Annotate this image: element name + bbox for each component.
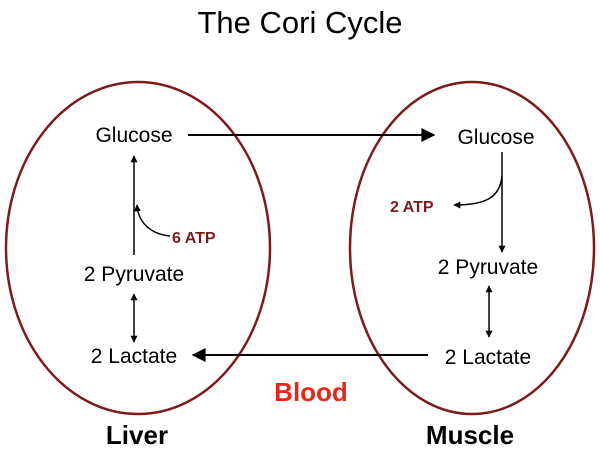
diagram-title: The Cori Cycle bbox=[198, 5, 403, 40]
liver-label: Liver bbox=[106, 420, 168, 450]
liver-atp-label: 6 ATP bbox=[172, 230, 216, 247]
muscle-atp-output-arrow bbox=[453, 175, 503, 209]
muscle-atp-label: 2 ATP bbox=[390, 199, 434, 216]
liver-pyruvate-label: 2 Pyruvate bbox=[84, 263, 184, 286]
muscle-glucose-label: Glucose bbox=[457, 126, 534, 149]
muscle-lactate-label: 2 Lactate bbox=[445, 346, 531, 369]
liver-lactate-label: 2 Lactate bbox=[91, 345, 177, 368]
blood-label: Blood bbox=[274, 377, 348, 407]
muscle-outline bbox=[348, 80, 596, 416]
liver-atp-input-arrow bbox=[133, 204, 171, 237]
liver-glucose-label: Glucose bbox=[95, 124, 172, 147]
liver-outline bbox=[4, 80, 272, 416]
muscle-pyruvate-label: 2 Pyruvate bbox=[438, 256, 538, 279]
muscle-label: Muscle bbox=[426, 420, 514, 450]
